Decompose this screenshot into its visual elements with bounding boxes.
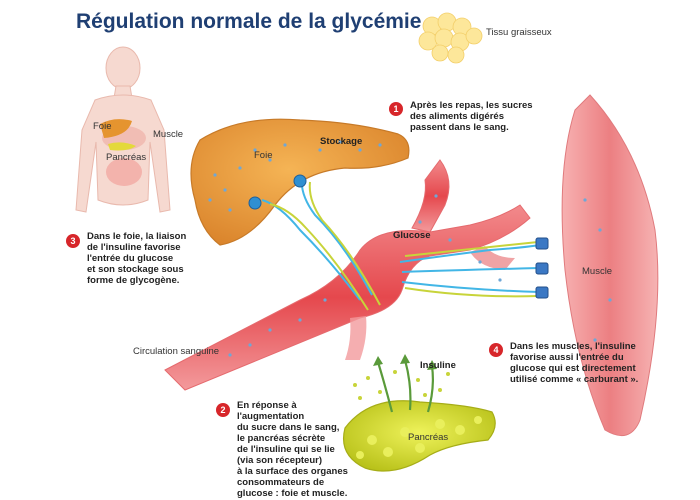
step-3-badge: 3 [66,234,80,248]
pancreas [343,400,496,472]
body-muscle-label: Muscle [153,129,184,140]
page-title: Régulation normale de la glycémie [76,10,422,33]
pancreas-label: Pancréas [408,432,449,443]
body-organs [100,119,146,186]
muscle-label: Muscle [582,266,613,277]
insulin-arrowheads [373,354,437,370]
step-2-text: En réponse à l'augmentation du sucre dan… [237,400,348,499]
fat-tissue [418,12,483,64]
body-liver-label: Foie [93,121,112,132]
step-4-badge: 4 [489,343,503,357]
step-1-text: Après les repas, les sucres des aliments… [410,100,533,133]
insulin-label: Insuline [420,360,456,371]
muscle-receptors [535,237,549,299]
glucose-label: Glucose [393,230,431,241]
step-4-text: Dans les muscles, l'insuline favorise au… [510,341,639,385]
step-2-badge: 2 [216,403,230,417]
sugar-particles [208,140,612,357]
insulin-particles [353,370,450,400]
fat-tissue-label: Tissu graisseux [486,27,552,38]
liver-label: Foie [254,150,273,161]
insulin-arrows [376,359,434,413]
circulation-label: Circulation sanguine [133,346,220,357]
muscle [561,94,659,437]
step-3-text: Dans le foie, la liaison de l'insuline f… [87,231,187,286]
storage-label: Stockage [320,136,363,147]
insulin-stream [269,181,539,311]
human-body [75,46,171,213]
liver-receptors [248,174,307,210]
step-1-badge: 1 [389,102,403,116]
body-pancreas-label: Pancréas [106,152,147,163]
